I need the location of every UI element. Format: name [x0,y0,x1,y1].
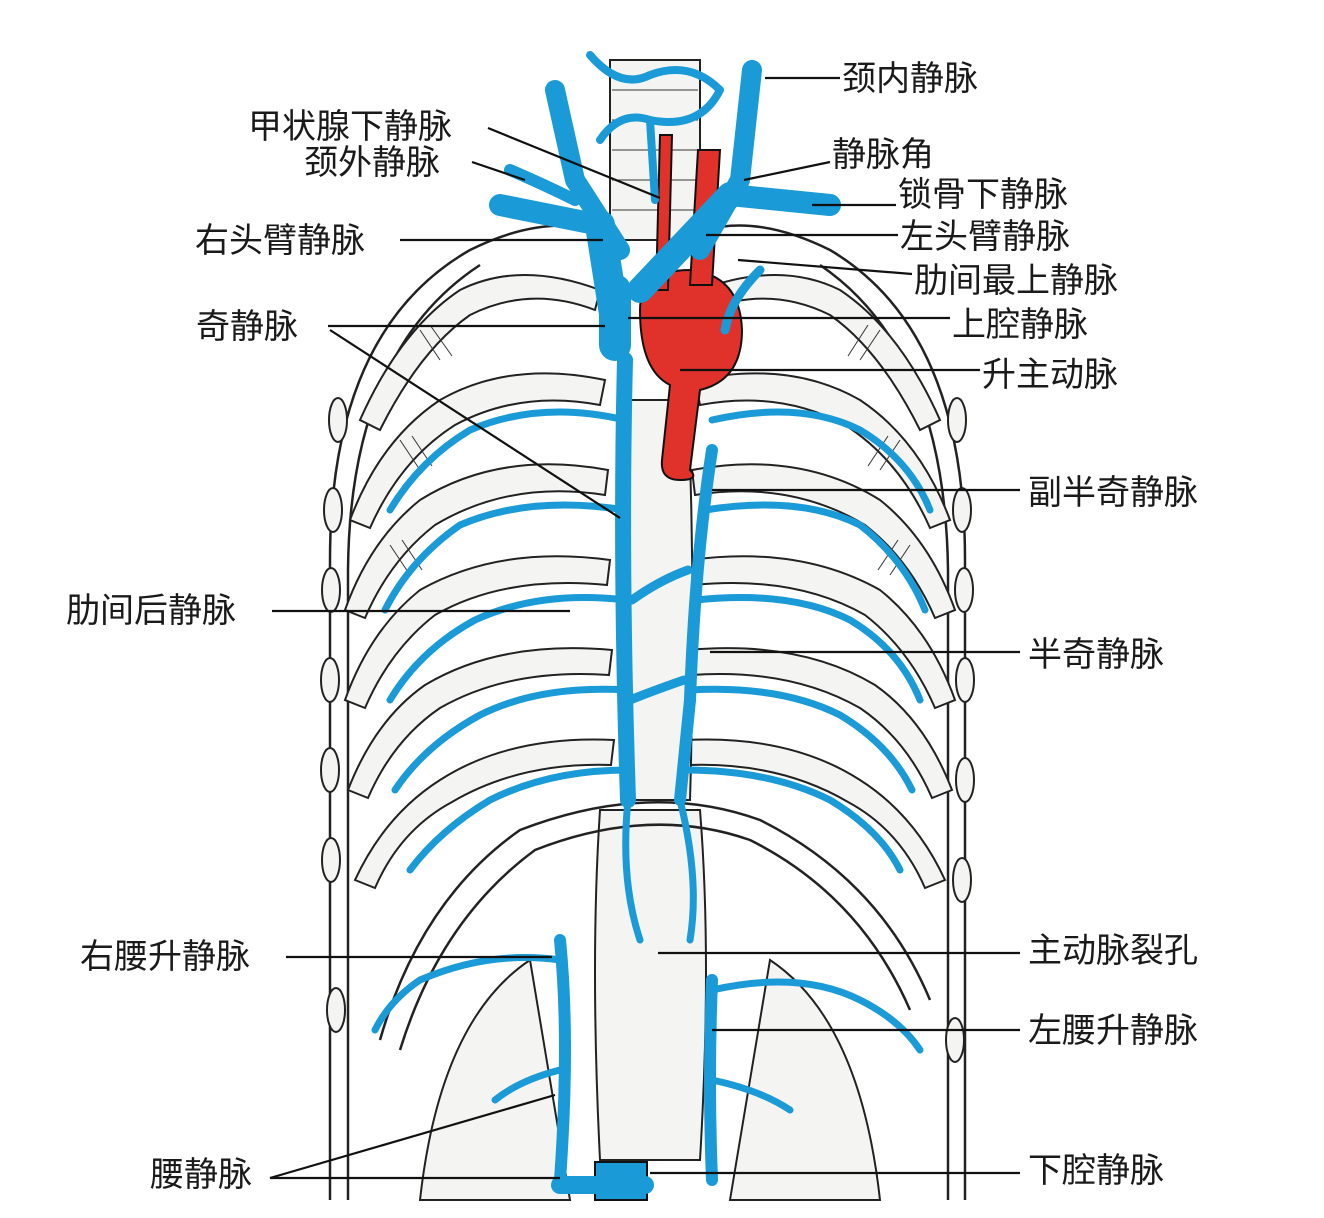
label-venous-angle: 静脉角 [832,135,934,175]
label-inferior-thyroid-vein: 甲状腺下静脉 [248,107,452,147]
label-inferior-vena-cava: 下腔静脉 [1028,1151,1164,1191]
labels: 颈内静脉 甲状腺下静脉 颈外静脉 静脉角 锁骨下静脉 右头臂静脉 左头臂静脉 肋… [66,59,1198,1195]
leader-venous-angle [743,160,831,182]
muscle-hatching [389,324,911,576]
label-supreme-intercostal-vein: 肋间最上静脉 [914,261,1118,301]
label-aortic-hiatus: 主动脉裂孔 [1028,931,1198,971]
ribs-right [343,274,616,890]
label-ascending-aorta: 升主动脉 [982,355,1118,395]
vertebral-column [594,399,707,1161]
label-right-ascending-lumbar-vein: 右腰升静脉 [80,937,250,977]
leader-lumbar-veins-1 [269,1093,556,1180]
label-right-brachiocephalic-vein: 右头臂静脉 [195,221,365,261]
ribs-left [684,274,957,890]
diaphragm [378,800,932,1051]
psoas-muscles [418,958,882,1201]
leader-azygos-vein-2 [329,329,621,519]
label-left-brachiocephalic-vein: 左头臂静脉 [900,217,1070,257]
label-subclavian-vein: 锁骨下静脉 [898,175,1068,215]
label-accessory-hemiazygos-vein: 副半奇静脉 [1028,473,1198,513]
label-left-ascending-lumbar-vein: 左腰升静脉 [1028,1011,1198,1051]
label-azygos-vein: 奇静脉 [196,307,298,347]
leader-external-jugular-vein [471,160,526,182]
label-lumbar-veins: 腰静脉 [150,1155,252,1195]
costal-cartilages [320,397,975,1063]
leader-inferior-thyroid-vein [487,126,661,200]
label-posterior-intercostal-vein: 肋间后静脉 [66,591,236,631]
label-superior-vena-cava: 上腔静脉 [952,305,1088,345]
label-external-jugular-vein: 颈外静脉 [304,143,440,183]
label-internal-jugular-vein: 颈内静脉 [842,59,978,99]
leader-supreme-intercostal-vein [737,258,913,276]
label-hemiazygos-vein: 半奇静脉 [1028,635,1164,675]
